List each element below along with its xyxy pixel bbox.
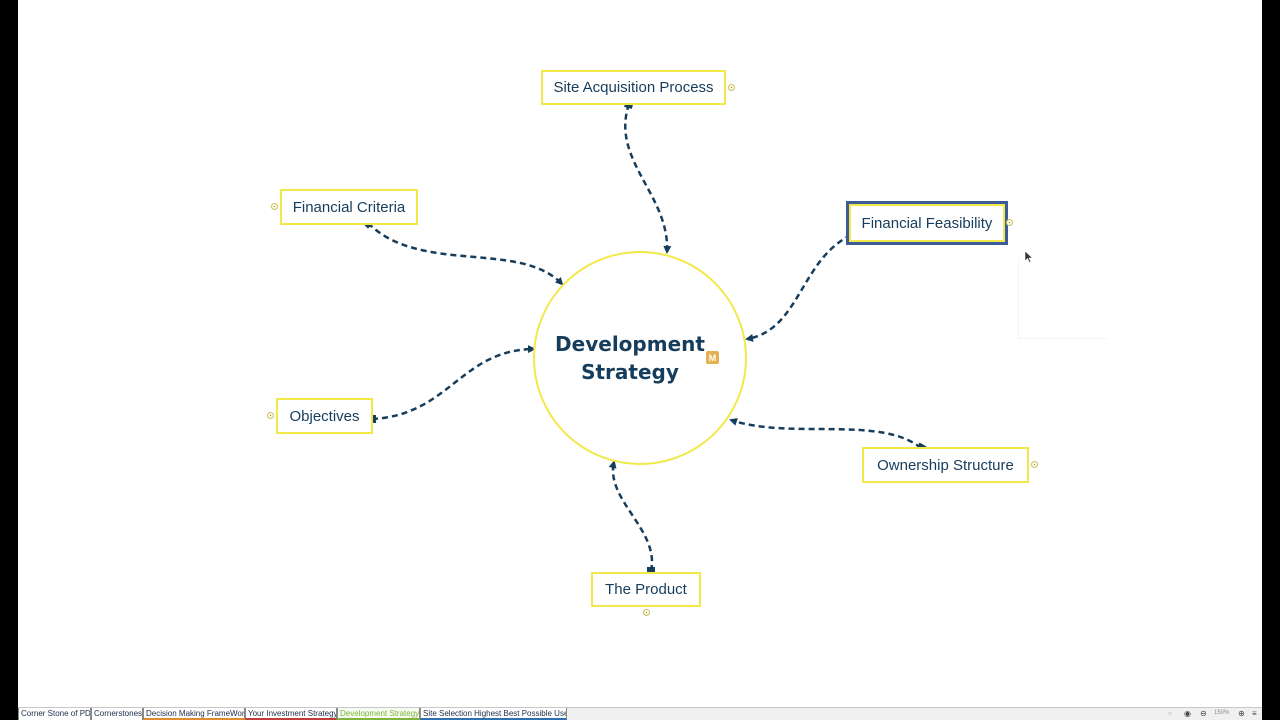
tab-cornerstones[interactable]: Cornerstones bbox=[91, 708, 143, 720]
menu-icon[interactable]: ≡ bbox=[1252, 709, 1257, 718]
tab-development-strategy[interactable]: Development Strategy bbox=[337, 708, 420, 720]
zoom-in-icon[interactable]: ⊕ bbox=[1238, 709, 1245, 718]
tab-decision-making-framework[interactable]: Decision Making FrameWork bbox=[143, 708, 245, 720]
topic-label: Financial Feasibility bbox=[861, 214, 993, 232]
filter-icon[interactable]: ▿ bbox=[1168, 709, 1173, 718]
tab-your-investment-strategy[interactable]: Your Investment Strategy bbox=[245, 708, 337, 720]
zoom-out-icon[interactable]: ⊖ bbox=[1200, 709, 1207, 718]
topic-financial-criteria[interactable]: Financial Criteria bbox=[280, 189, 418, 225]
central-title-line2: Strategy bbox=[581, 360, 679, 384]
topic-label: Objectives bbox=[289, 407, 360, 425]
topic-objectives[interactable]: Objectives bbox=[276, 398, 373, 434]
topic-label: Financial Criteria bbox=[292, 198, 406, 216]
zoom-level: 150% bbox=[1214, 710, 1230, 716]
expand-toggle-icon[interactable] bbox=[1006, 219, 1013, 226]
tab-corner-stone-of-pd[interactable]: Corner Stone of PD bbox=[18, 708, 91, 720]
central-topic-title: Development Strategy bbox=[545, 330, 715, 386]
selection-hint bbox=[1018, 258, 1107, 339]
expand-toggle-icon[interactable] bbox=[643, 609, 650, 616]
expand-toggle-icon[interactable] bbox=[267, 412, 274, 419]
topic-label: Ownership Structure bbox=[877, 456, 1014, 474]
topic-the-product[interactable]: The Product bbox=[591, 572, 701, 607]
mouse-cursor-icon bbox=[1025, 251, 1033, 263]
central-title-line1: Development bbox=[555, 332, 705, 356]
marker-icon[interactable]: M bbox=[706, 351, 719, 364]
topic-financial-feasibility[interactable]: Financial Feasibility bbox=[846, 201, 1008, 245]
eye-icon[interactable]: ◉ bbox=[1184, 709, 1191, 718]
topic-site-acquisition-process[interactable]: Site Acquisition Process bbox=[541, 70, 726, 105]
tab-site-selection[interactable]: Site Selection Highest Best Possible Use bbox=[420, 708, 567, 720]
expand-toggle-icon[interactable] bbox=[1031, 461, 1038, 468]
topic-label: Site Acquisition Process bbox=[553, 79, 714, 96]
expand-toggle-icon[interactable] bbox=[728, 84, 735, 91]
expand-toggle-icon[interactable] bbox=[271, 203, 278, 210]
topic-ownership-structure[interactable]: Ownership Structure bbox=[862, 447, 1029, 483]
topic-label: The Product bbox=[605, 581, 687, 598]
sheet-tab-bar: Corner Stone of PD Cornerstones Decision… bbox=[18, 707, 1262, 720]
